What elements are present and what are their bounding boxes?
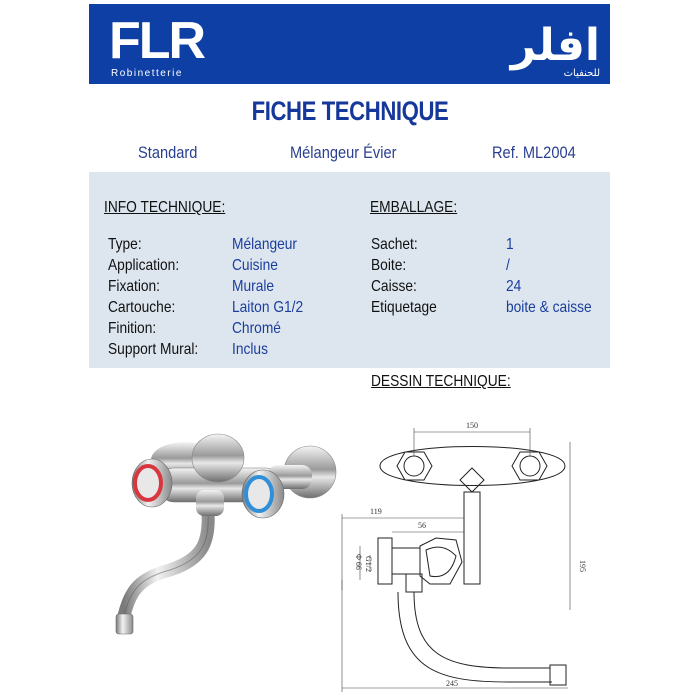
dim-thread: G1/2 <box>364 556 373 572</box>
packaging-value: boite & caisse <box>506 299 592 316</box>
packaging-value: / <box>506 257 510 274</box>
info-technique-heading: INFO TECHNIQUE: <box>104 199 226 216</box>
info-label: Type: <box>108 236 142 253</box>
info-value: Mélangeur <box>232 236 298 253</box>
product-reference: Ref. ML2004 <box>492 143 576 162</box>
dim-offset: 56 <box>418 521 426 530</box>
packaging-label: Caisse: <box>371 278 417 295</box>
info-value: Cuisine <box>232 257 278 274</box>
packaging-value: 1 <box>506 236 514 253</box>
info-label: Fixation: <box>108 278 161 295</box>
dim-reach: 245 <box>446 679 458 688</box>
category-label: Standard <box>138 143 198 162</box>
packaging-label: Boite: <box>371 257 407 274</box>
product-name: Mélangeur Évier <box>290 143 397 162</box>
header-banner <box>89 4 610 84</box>
info-value: Chromé <box>232 320 281 337</box>
info-label: Finition: <box>108 320 157 337</box>
flr-logo: FLR Robinetterie <box>109 12 208 79</box>
info-label: Cartouche: <box>108 299 176 316</box>
dim-diameter: Φ 66 <box>354 554 363 570</box>
brand-arabic-text: افلر <box>509 20 600 71</box>
info-value: Laiton G1/2 <box>232 299 304 316</box>
brand-sub-text: Robinetterie <box>111 68 183 79</box>
dim-height: 195 <box>578 560 587 572</box>
info-label: Support Mural: <box>108 341 199 358</box>
technical-drawing: 150 119 56 195 245 Φ 66 G1/2 <box>341 421 587 692</box>
dim-top-width: 150 <box>466 421 478 430</box>
info-label: Application: <box>108 257 180 274</box>
info-value: Inclus <box>232 341 268 358</box>
brand-arabic-sub-text: للحنفيات <box>564 68 600 79</box>
info-panel <box>89 172 610 368</box>
flr-arabic-logo: افلر للحنفيات <box>509 20 600 79</box>
page-title: FICHE TECHNIQUE <box>251 96 449 126</box>
info-value: Murale <box>232 278 275 295</box>
packaging-value: 24 <box>506 278 522 295</box>
emballage-heading: EMBALLAGE: <box>370 199 458 216</box>
dessin-technique-heading: DESSIN TECHNIQUE: <box>371 373 511 390</box>
dim-depth: 119 <box>370 507 382 516</box>
packaging-label: Etiquetage <box>371 299 437 316</box>
faucet-photo <box>115 433 337 635</box>
brand-latin-text: FLR <box>109 12 206 70</box>
packaging-label: Sachet: <box>371 236 418 253</box>
